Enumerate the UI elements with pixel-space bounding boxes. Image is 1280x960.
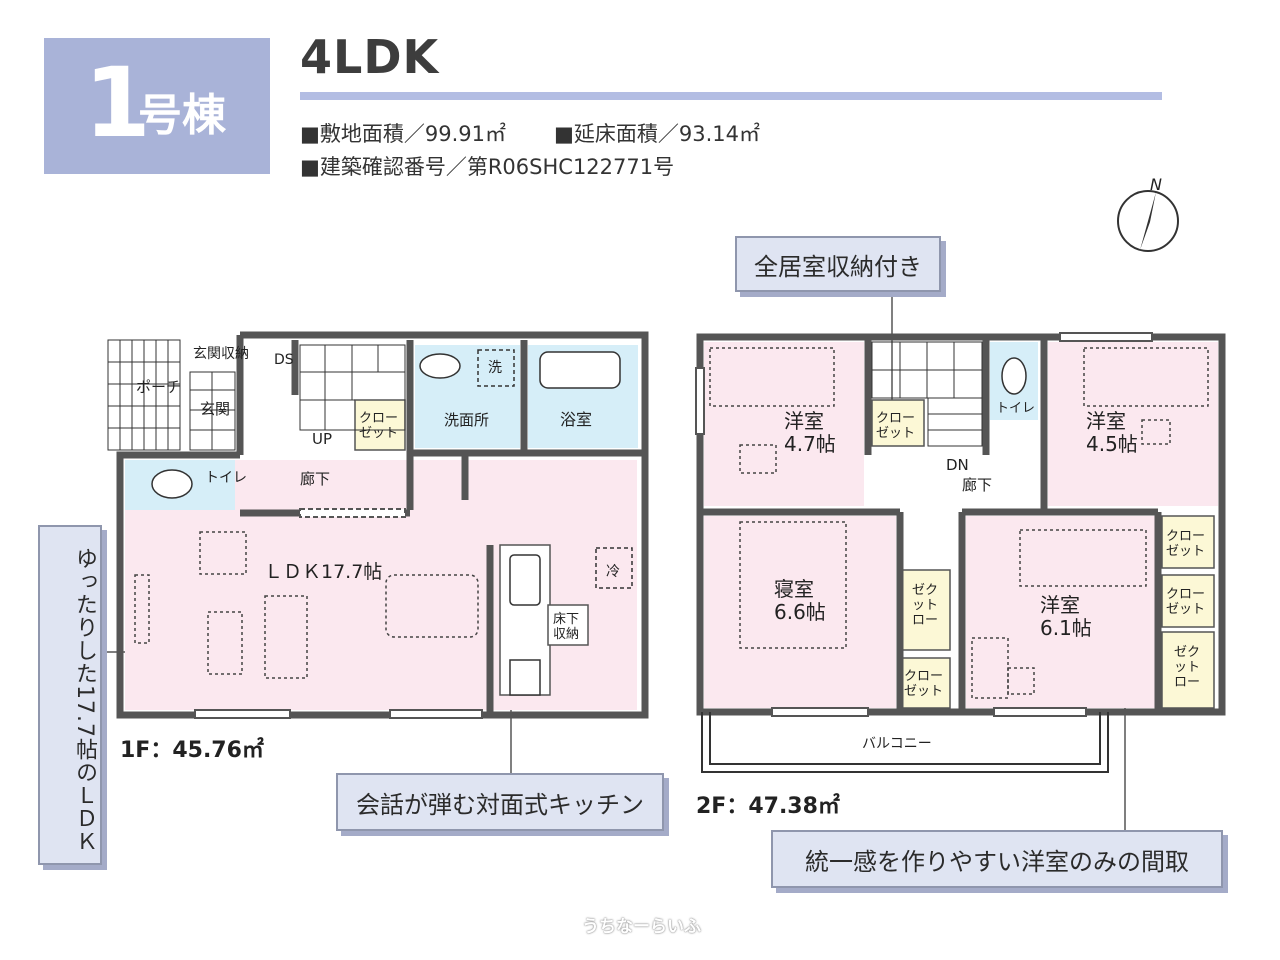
toilet-icon-2f	[1001, 357, 1027, 395]
label-washer: 洗	[488, 360, 502, 376]
sofa-icon	[264, 595, 308, 679]
title-rule	[300, 92, 1162, 100]
desk-western-a	[739, 444, 777, 474]
balcony-2f	[701, 712, 1109, 773]
stove-icon	[509, 659, 541, 696]
land-area-spec: ■敷地面積／99.91㎡	[300, 122, 506, 146]
watermark: うちなーらいふ	[582, 917, 701, 937]
washbasin-icon	[419, 353, 461, 379]
stairs-2f	[871, 341, 983, 447]
building-badge: 1 号棟	[44, 38, 270, 174]
stairs-1f	[299, 344, 406, 431]
closet-r2-2f	[1161, 574, 1215, 628]
label-closet-r2: クローゼット	[1166, 587, 1205, 617]
furniture-2f	[709, 347, 1209, 699]
closets-2f	[871, 399, 1215, 709]
label-washroom: 洗面所	[444, 411, 489, 429]
toilet-icon-1f	[151, 469, 193, 499]
building-suffix: 号棟	[138, 90, 226, 141]
label-balcony: バルコニー	[862, 736, 932, 752]
label-zeckto-r: ゼクットロー	[1174, 645, 1200, 690]
label-toilet-2f: トイレ	[996, 401, 1035, 416]
fixtures-2f	[1001, 357, 1027, 395]
label-hallway-2f: 廊下	[962, 476, 992, 494]
porch-tiles	[107, 339, 236, 451]
western-b-room	[1048, 342, 1218, 506]
label-closet-r1: クローゼット	[1166, 529, 1205, 559]
label-dn: DN	[946, 456, 969, 474]
chair-western-c	[1007, 667, 1035, 695]
closet-stair-2f	[871, 399, 925, 447]
callout-storage: 全居室収納付き	[735, 236, 941, 292]
bedroom-room	[704, 516, 896, 708]
label-bath: 浴室	[560, 410, 592, 429]
washing-machine-icon	[477, 349, 515, 387]
zeckto-r-2f	[1161, 631, 1215, 709]
certification-number: ■建築確認番号／第R06SHC122771号	[300, 155, 675, 179]
label-closet-1f: クローゼット	[359, 411, 398, 441]
walls-2f	[696, 333, 1226, 716]
compass-north-label: N	[1150, 175, 1162, 194]
sink-icon	[509, 554, 541, 606]
closet-1f	[354, 399, 406, 451]
chair-western-b	[1141, 419, 1171, 445]
label-hallway-1f: 廊下	[300, 470, 330, 488]
callout-ldk: ゆったりした17.7帖のＬＤＫ	[38, 525, 102, 865]
label-genkan-storage: 玄関収納	[193, 345, 249, 362]
armchair-icon	[199, 531, 247, 575]
underfloor-storage-box	[547, 604, 589, 646]
zeckto-bed-2f	[899, 569, 951, 651]
floor-2-area: 2F：47.38㎡	[696, 794, 840, 819]
windows-1f	[194, 508, 483, 719]
dining-table-icon	[385, 574, 479, 638]
callout-kitchen: 会話が弾む対面式キッチン	[336, 773, 664, 831]
label-up: UP	[312, 430, 332, 448]
fixtures-1f	[151, 349, 633, 696]
furniture-1f	[134, 531, 479, 679]
walls-1f	[116, 331, 649, 719]
fridge-icon	[595, 547, 633, 589]
bed-western-b	[1083, 347, 1209, 407]
building-number: 1	[84, 47, 151, 159]
label-fridge: 冷	[606, 564, 620, 580]
closet-r1-2f	[1161, 515, 1215, 569]
label-ds: DS	[274, 352, 294, 368]
label-zeckto-bed: ゼクットロー	[912, 583, 938, 628]
floor-1-plan: 玄関収納 DS ポーチ 玄関 UP クローゼット 洗面所 洗 浴室 トイレ 廊下…	[107, 331, 649, 719]
bed-western-c	[1019, 529, 1147, 587]
floor-1-area: 1F：45.76㎡	[120, 738, 264, 763]
label-closet-stair-2f: クローゼット	[876, 411, 915, 441]
label-toilet-1f: トイレ	[205, 470, 247, 486]
label-genkan: 玄関	[200, 400, 230, 418]
bed-western-a	[709, 347, 835, 407]
callout-western: 統一感を作りやすい洋室のみの間取	[771, 830, 1223, 888]
compass-icon: N	[1117, 175, 1179, 252]
western-c-room	[966, 516, 1158, 708]
label-underfloor: 床下収納	[553, 612, 579, 642]
western-a-room	[704, 342, 864, 506]
bed-bedroom	[739, 521, 847, 649]
layout-title: 4LDK	[300, 30, 440, 84]
floor-area-spec: ■延床面積／93.14㎡	[554, 122, 760, 146]
label-closet-bed: クローゼット	[904, 669, 943, 699]
bathtub-icon	[539, 351, 621, 389]
label-porch: ポーチ	[136, 378, 181, 396]
windows-2f	[695, 332, 1153, 717]
tv-board-icon	[134, 574, 150, 644]
label-ldk: ＬＤＫ17.7帖	[264, 561, 382, 583]
